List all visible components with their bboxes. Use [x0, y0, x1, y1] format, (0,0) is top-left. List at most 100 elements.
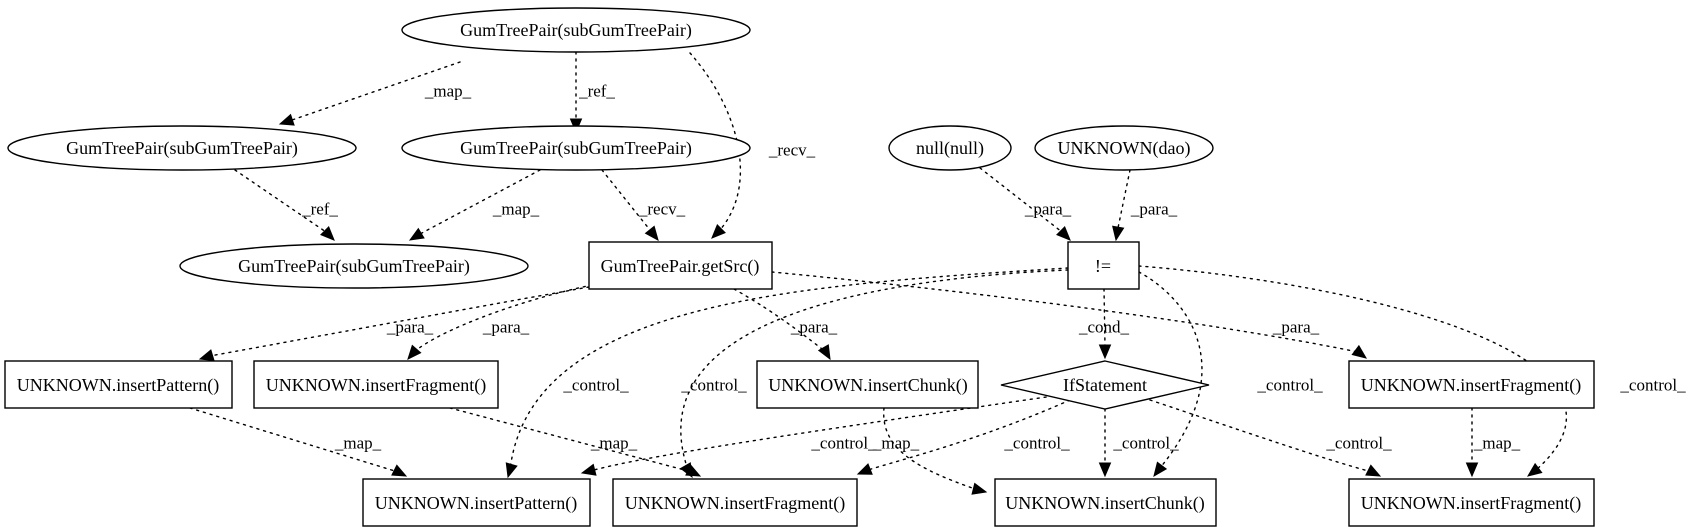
edge-arrowhead: [1465, 462, 1479, 478]
edge-n_getsrc-to-n_if1: _para_: [407, 284, 593, 360]
node-label: UNKNOWN.insertPattern(): [17, 375, 219, 396]
edge-label: _para_: [790, 318, 838, 337]
node-box: [612, 478, 858, 527]
edge-label: _control_: [1325, 434, 1392, 453]
edge-arrowhead: [1365, 464, 1382, 477]
node-label: GumTreePair(subGumTreePair): [460, 20, 692, 41]
edge-label: _control_: [680, 376, 747, 395]
node-n_ip2[interactable]: UNKNOWN.insertPattern(): [362, 478, 591, 527]
edge-line: [867, 399, 1071, 471]
node-label: UNKNOWN.insertPattern(): [375, 493, 577, 514]
edge-label: _map_: [424, 82, 472, 101]
edge-n_getsrc-to-n_ip1: _para_: [198, 286, 590, 362]
edge-label: _control_: [1112, 434, 1179, 453]
node-n_ic2[interactable]: UNKNOWN.insertChunk(): [994, 478, 1217, 527]
edge-arrowhead: [1056, 226, 1071, 241]
edge-label: _map_: [492, 200, 540, 219]
node-n_top[interactable]: GumTreePair(subGumTreePair): [401, 7, 751, 53]
edge-arrowhead: [1526, 462, 1543, 477]
node-label: GumTreePair.getSrc(): [601, 256, 760, 277]
edge-n_getsrc-to-n_if2: _para_: [771, 271, 1368, 359]
edge-line: [593, 394, 1061, 471]
edge-n_ifst-to-n_ic2: _control_: [1098, 408, 1179, 478]
node-n_if4[interactable]: UNKNOWN.insertFragment(): [1348, 478, 1595, 527]
node-n_getsrc[interactable]: GumTreePair.getSrc(): [588, 241, 773, 290]
node-label: UNKNOWN(dao): [1058, 138, 1191, 159]
edge-arrowhead: [278, 113, 295, 126]
edge-line: [1103, 288, 1106, 347]
node-n_null[interactable]: null(null): [888, 125, 1012, 171]
edge-arrowhead: [1351, 344, 1368, 359]
edge-line: [419, 169, 541, 235]
edge-label: _para_: [1130, 200, 1178, 219]
node-label: UNKNOWN.insertFragment(): [1361, 375, 1581, 396]
node-n_ip1[interactable]: UNKNOWN.insertPattern(): [4, 360, 233, 409]
edge-n_neq-to-n_if4: _control_: [1138, 265, 1686, 477]
node-ellipse: [1034, 125, 1214, 171]
node-label: UNKNOWN.insertFragment(): [266, 375, 486, 396]
edge-label: _map_: [334, 434, 382, 453]
node-box: [994, 478, 1217, 527]
edge-label: _map_: [590, 434, 638, 453]
edge-line: [234, 169, 327, 233]
node-label: GumTreePair(subGumTreePair): [238, 256, 470, 277]
edge-line: [733, 288, 827, 353]
node-label: null(null): [916, 138, 984, 159]
node-n_dao[interactable]: UNKNOWN(dao): [1034, 125, 1214, 171]
edge-line: [771, 271, 1359, 353]
edge-label: _para_: [386, 318, 434, 337]
node-ellipse: [888, 125, 1012, 171]
node-label: UNKNOWN.insertFragment(): [625, 493, 845, 514]
edge-arrowhead: [391, 464, 408, 477]
edge-line: [979, 167, 1063, 233]
node-label: GumTreePair(subGumTreePair): [66, 138, 298, 159]
edge-label: _ref_: [578, 82, 615, 101]
nodes-layer: GumTreePair(subGumTreePair) GumTreePair(…: [4, 7, 1595, 527]
node-ellipse: [179, 243, 529, 289]
edge-label: _control_: [810, 434, 877, 453]
edge-arrowhead: [320, 226, 335, 241]
edge-line: [1138, 265, 1567, 471]
edge-line: [509, 267, 1069, 471]
edge-n_ip1-to-n_ip2: _map_: [189, 407, 408, 477]
node-n_if3[interactable]: UNKNOWN.insertFragment(): [612, 478, 858, 527]
edge-n_if1-to-n_if3: _map_: [449, 407, 702, 477]
node-n_ifst[interactable]: IfStatement: [1000, 360, 1210, 410]
edge-arrowhead: [408, 227, 425, 241]
edge-arrowhead: [1112, 225, 1125, 242]
edge-n_ic1-to-n_ic2: _map_: [872, 407, 988, 495]
edge-n_ifst-to-n_ip2: _control_: [580, 394, 1061, 476]
node-box: [4, 360, 233, 409]
node-n_if1[interactable]: UNKNOWN.insertFragment(): [253, 360, 499, 409]
node-n_if2[interactable]: UNKNOWN.insertFragment(): [1348, 360, 1595, 409]
edge-line: [291, 61, 461, 121]
edge-label: _map_: [872, 434, 920, 453]
node-label: IfStatement: [1063, 375, 1147, 395]
node-n_left2[interactable]: GumTreePair(subGumTreePair): [7, 125, 357, 171]
node-n_mid2[interactable]: GumTreePair(subGumTreePair): [401, 125, 751, 171]
edge-n_neq-to-n_ifst: _cond_: [1078, 288, 1130, 360]
node-label: UNKNOWN.insertFragment(): [1361, 493, 1581, 514]
edge-label: _control_: [1003, 434, 1070, 453]
edge-arrowhead: [1098, 344, 1112, 360]
edge-arrowhead: [1098, 462, 1112, 478]
node-n_low3[interactable]: GumTreePair(subGumTreePair): [179, 243, 529, 289]
edge-arrowhead: [198, 349, 215, 362]
edge-arrowhead: [644, 225, 659, 242]
node-n_neq[interactable]: !=: [1067, 241, 1140, 290]
node-ellipse: [401, 125, 751, 171]
edge-line: [449, 407, 693, 473]
edge-arrowhead: [1153, 461, 1168, 478]
edge-label: _para_: [482, 318, 530, 337]
node-ellipse: [401, 7, 751, 53]
node-n_ic1[interactable]: UNKNOWN.insertChunk(): [756, 360, 979, 409]
edge-arrowhead: [505, 462, 518, 479]
edge-n_null-to-n_neq: _para_: [979, 167, 1072, 241]
edge-label: _recv_: [638, 200, 686, 219]
edge-arrowhead: [685, 464, 702, 477]
edge-n_mid2-to-n_low3: _map_: [408, 169, 541, 241]
edge-line: [1138, 271, 1203, 469]
edge-arrowhead: [817, 344, 831, 361]
edge-label: _recv_: [768, 141, 816, 160]
node-box: [588, 241, 773, 290]
